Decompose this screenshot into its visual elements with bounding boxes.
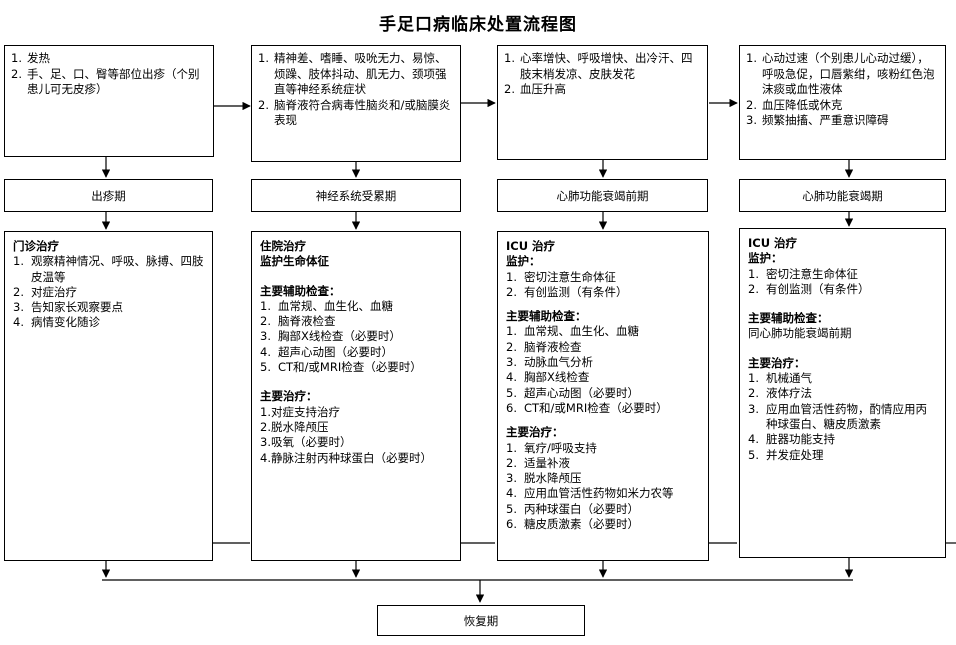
- stage-box-3: 心肺功能衰竭前期: [497, 179, 708, 212]
- treatment-box-4: ICU 治疗 监护： 1.密切注意生命体征 2.有创监测（有条件） 主要辅助检查…: [739, 228, 946, 558]
- recovery-box: 恢复期: [377, 605, 585, 636]
- symptom-box-3: 1.心率增快、呼吸增快、出冷汗、四肢末梢发凉、皮肤发花 2.血压升高: [497, 45, 708, 160]
- stage-box-2: 神经系统受累期: [251, 179, 461, 212]
- symptom-box-1: 1.发热 2.手、足、口、臀等部位出疹（个别患儿可无皮疹）: [4, 45, 214, 157]
- page-title: 手足口病临床处置流程图: [379, 15, 577, 35]
- treatment-box-1: 门诊治疗 1.观察精神情况、呼吸、脉搏、四肢皮温等 2.对症治疗 3.告知家长观…: [4, 231, 213, 561]
- treatment-box-2: 住院治疗 监护生命体征 主要辅助检查： 1.血常规、血生化、血糖 2.脑脊液检查…: [251, 231, 461, 561]
- stage-box-4: 心肺功能衰竭期: [739, 179, 946, 212]
- stage-box-1: 出疹期: [4, 179, 213, 212]
- treatment-box-3: ICU 治疗 监护： 1.密切注意生命体征 2.有创监测（有条件） 主要辅助检查…: [497, 231, 709, 561]
- symptom-box-2: 1.精神差、嗜睡、吸吮无力、易惊、烦躁、肢体抖动、肌无力、颈项强直等神经系统症状…: [251, 45, 461, 162]
- symptom-box-4: 1.心动过速（个别患儿心动过缓），呼吸急促，口唇紫绀，咳粉红色泡沫痰或血性液体 …: [739, 45, 946, 160]
